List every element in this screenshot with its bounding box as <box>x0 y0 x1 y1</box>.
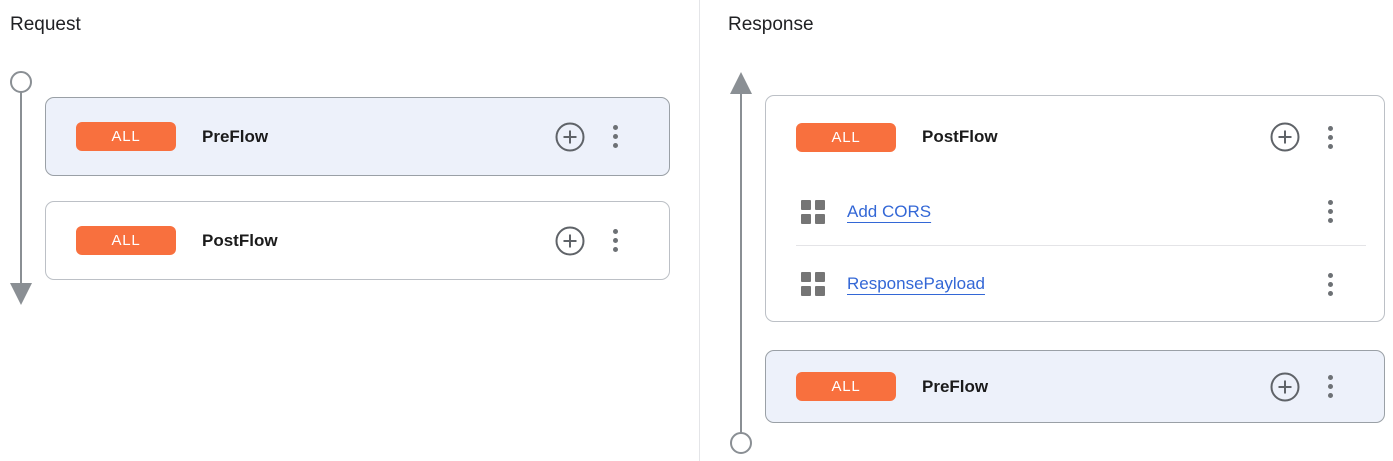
flow-header: ALL PreFlow <box>46 98 669 175</box>
request-panel-title: Request <box>10 14 81 35</box>
policy-row: ResponsePayload <box>766 246 1384 322</box>
more-menu-button[interactable] <box>1320 121 1340 153</box>
request-preflow-card[interactable]: ALL PreFlow <box>45 97 670 176</box>
kebab-menu-icon <box>1327 200 1333 205</box>
add-policy-button[interactable] <box>1269 371 1301 403</box>
kebab-menu-icon <box>1327 125 1333 131</box>
flow-header: ALL PostFlow <box>46 202 669 279</box>
plus-circle-icon <box>555 226 585 255</box>
flow-name: PostFlow <box>202 230 278 250</box>
more-menu-button[interactable] <box>1320 196 1340 228</box>
add-policy-button[interactable] <box>554 121 586 153</box>
response-timeline-arrow-up-icon <box>730 72 752 454</box>
flow-header: ALL PostFlow <box>766 96 1384 178</box>
condition-badge: ALL <box>76 226 176 255</box>
response-panel-title: Response <box>728 14 814 35</box>
kebab-menu-icon <box>612 125 618 130</box>
more-menu-button[interactable] <box>605 121 625 153</box>
policy-link-add-cors[interactable]: Add CORS <box>847 201 932 221</box>
flow-name: PreFlow <box>922 376 989 396</box>
condition-badge: ALL <box>796 372 896 401</box>
add-policy-button[interactable] <box>1269 121 1301 153</box>
policy-row: Add CORS <box>766 178 1384 245</box>
response-preflow-card[interactable]: ALL PreFlow <box>765 350 1385 423</box>
flow-header: ALL PreFlow <box>766 351 1384 422</box>
policy-link-responsepayload[interactable]: ResponsePayload <box>847 274 985 293</box>
policy-grid-icon <box>801 272 825 296</box>
flow-name: PostFlow <box>922 127 998 146</box>
more-menu-button[interactable] <box>1320 268 1340 300</box>
condition-badge: ALL <box>796 122 896 152</box>
policy-divider <box>796 245 1366 246</box>
condition-badge: ALL <box>76 122 176 151</box>
panel-divider <box>699 0 700 461</box>
kebab-menu-icon <box>1327 375 1333 380</box>
kebab-menu-icon <box>612 229 618 234</box>
request-timeline-arrow-down-icon <box>10 71 32 305</box>
plus-circle-icon <box>555 122 585 151</box>
response-postflow-card[interactable]: ALL PostFlow Add CORS <box>765 95 1385 322</box>
more-menu-button[interactable] <box>1320 371 1340 403</box>
plus-circle-icon <box>1270 372 1300 401</box>
flow-name: PreFlow <box>202 126 269 146</box>
add-policy-button[interactable] <box>554 225 586 257</box>
request-postflow-card[interactable]: ALL PostFlow <box>45 201 670 280</box>
plus-circle-icon <box>1270 122 1300 152</box>
more-menu-button[interactable] <box>605 225 625 257</box>
policy-grid-icon <box>801 199 825 224</box>
kebab-menu-icon <box>1327 272 1333 278</box>
